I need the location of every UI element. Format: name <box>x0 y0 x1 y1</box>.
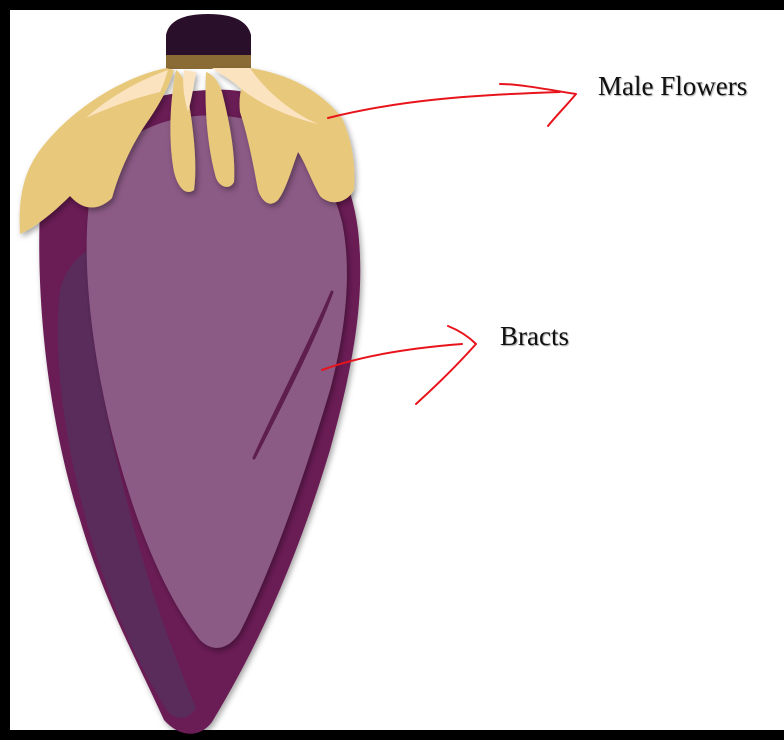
stem-cap <box>166 14 251 69</box>
male-flowers-label: Male Flowers <box>598 71 747 102</box>
male-flowers-arrow <box>328 84 576 126</box>
bracts-label: Bracts <box>500 321 569 352</box>
